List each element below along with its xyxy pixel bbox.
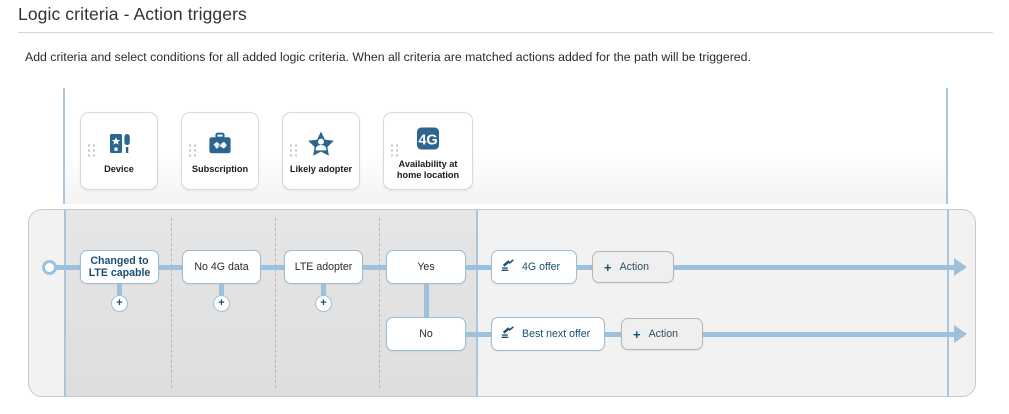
page-title: Logic criteria - Action triggers [18, 4, 247, 24]
criteria-card-likely-adopter[interactable]: Likely adopter [282, 112, 360, 190]
flow-node-action-2[interactable]: + Action [621, 318, 703, 350]
criteria-card-label: Device [104, 164, 134, 175]
lane-divider-2 [275, 218, 276, 388]
arrow-head-top [954, 258, 967, 276]
start-circle[interactable] [42, 260, 57, 275]
arrow-head-bottom [954, 325, 967, 343]
connector-node3-plus [321, 284, 326, 296]
flow-node-label: Action [619, 261, 650, 273]
plus-icon: + [604, 259, 612, 275]
connector-offer-action-2 [605, 332, 622, 337]
criteria-zone-right-rail [476, 210, 478, 396]
criteria-zone-shading [64, 210, 476, 396]
drag-handle-icon[interactable] [391, 144, 398, 158]
connector-no-offer [466, 332, 493, 337]
connector-1-2 [159, 265, 183, 270]
drag-handle-icon[interactable] [189, 144, 196, 158]
criteria-card-label: Availability at home location [396, 159, 460, 180]
connector-node2-plus [219, 284, 224, 296]
svg-text:4G: 4G [418, 132, 437, 148]
header-divider [18, 32, 993, 33]
flow-node-4g-offer[interactable]: 4G offer [491, 250, 577, 284]
tray-right-rail [946, 88, 948, 204]
connector-action2-end [703, 332, 964, 337]
lane-divider-3 [379, 218, 380, 388]
criteria-card-label: Subscription [191, 164, 249, 175]
flow-canvas: Changed to LTE capable + No 4G data + LT… [28, 209, 976, 397]
briefcase-handshake-icon [205, 129, 235, 159]
criteria-card-label: Likely adopter [289, 164, 353, 175]
add-criteria-button-3[interactable]: + [315, 295, 332, 312]
flow-node-label: 4G offer [522, 261, 561, 273]
connector-start [56, 265, 81, 270]
connector-node1-plus [117, 284, 122, 296]
connector-offer-action-1 [577, 265, 593, 270]
connector-3-yes [363, 265, 387, 270]
add-criteria-button-2[interactable]: + [213, 295, 230, 312]
flow-node-changed-to-lte-capable[interactable]: Changed to LTE capable [80, 250, 159, 284]
criteria-card-availability[interactable]: 4G Availability at home location [383, 112, 473, 190]
flow-node-no-4g-data[interactable]: No 4G data [182, 250, 261, 284]
plus-icon: + [633, 326, 641, 342]
tray-left-rail [63, 88, 65, 204]
4g-icon: 4G [413, 124, 443, 154]
criteria-card-device[interactable]: Device [80, 112, 158, 190]
flow-node-no[interactable]: No [386, 317, 466, 351]
flow-node-label: Action [648, 328, 679, 340]
page-header: Logic criteria - Action triggers [0, 0, 1009, 34]
connector-yes-no [424, 284, 429, 318]
drag-handle-icon[interactable] [290, 144, 297, 158]
flow-node-best-next-offer[interactable]: Best next offer [491, 317, 605, 351]
flow-node-lte-adopter[interactable]: LTE adopter [284, 250, 363, 284]
device-icon [104, 129, 134, 159]
action-zone-right-rail [947, 210, 949, 396]
star-person-icon [306, 129, 336, 159]
gavel-icon [501, 258, 515, 276]
page-subtitle: Add criteria and select conditions for a… [25, 50, 751, 64]
connector-action1-end [674, 265, 964, 270]
connector-yes-offer [466, 265, 493, 270]
connector-2-3 [261, 265, 285, 270]
flow-node-yes[interactable]: Yes [386, 250, 466, 284]
lane-divider-1 [171, 218, 172, 388]
flow-node-label: Best next offer [522, 328, 591, 340]
flow-node-action-1[interactable]: + Action [592, 251, 674, 283]
criteria-zone-left-rail [64, 210, 66, 396]
add-criteria-button-1[interactable]: + [111, 295, 128, 312]
criteria-card-subscription[interactable]: Subscription [181, 112, 259, 190]
gavel-icon [501, 325, 515, 343]
drag-handle-icon[interactable] [88, 144, 95, 158]
